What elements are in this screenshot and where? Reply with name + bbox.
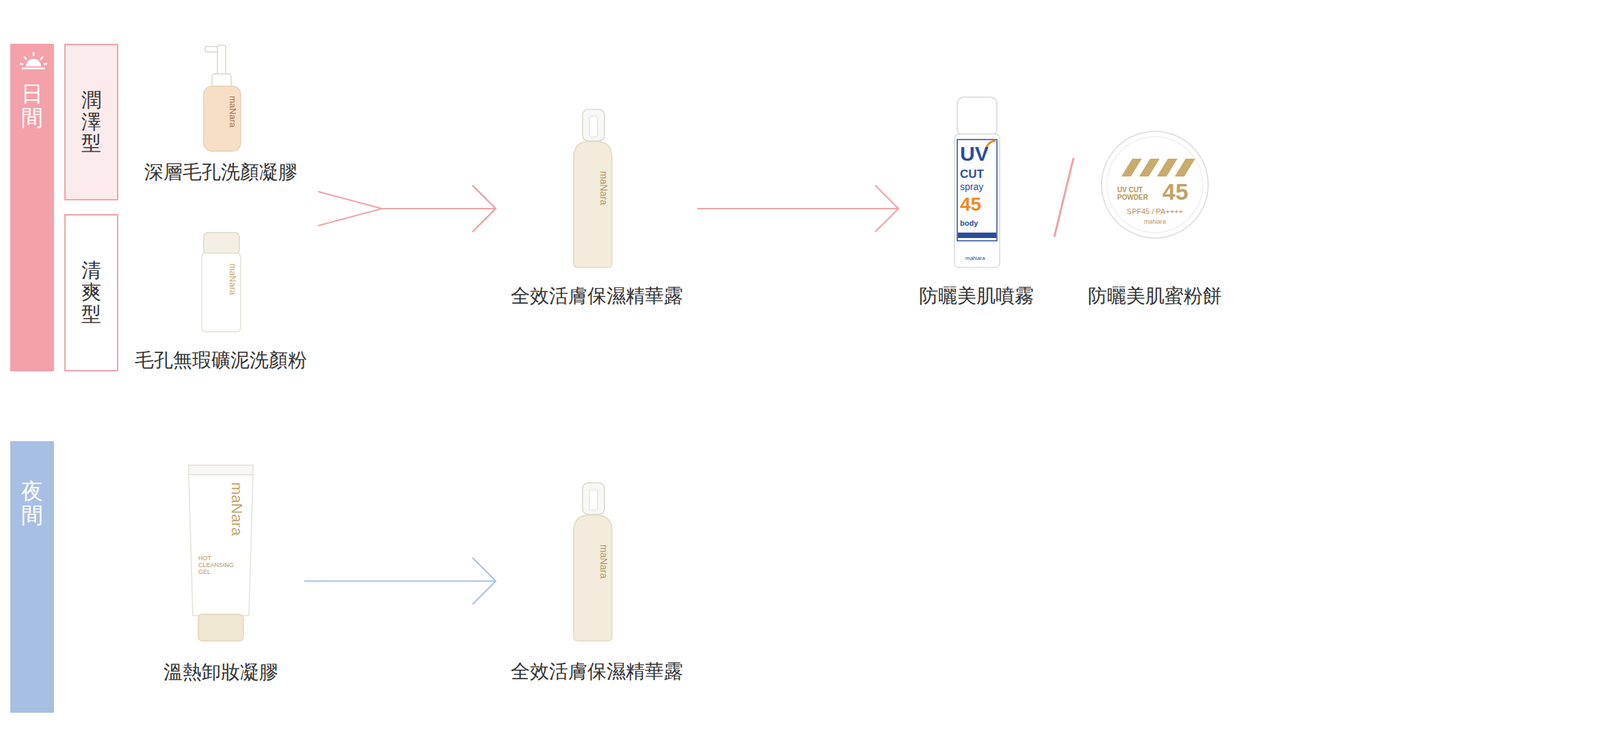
skin-type-label: 潤澤型 bbox=[81, 89, 102, 156]
flow-arrow bbox=[317, 185, 496, 232]
product-print: CUT bbox=[960, 168, 984, 182]
product-name: 防曬美肌蜜粉餅 bbox=[1087, 284, 1222, 308]
product-name: 毛孔無瑕礦泥洗顏粉 bbox=[134, 348, 308, 372]
product-print: maNara bbox=[598, 544, 609, 579]
product-item: 深層毛孔洗顏凝膠 bbox=[123, 39, 318, 199]
product-print: SPF45 / PA++++ bbox=[1086, 207, 1224, 216]
cleansing-tube bbox=[188, 464, 253, 641]
product-print: spray bbox=[960, 181, 984, 193]
arrow-line bbox=[317, 191, 496, 209]
arrow-head bbox=[875, 185, 899, 232]
product-print: maNara bbox=[1086, 218, 1224, 226]
product-item: 毛孔無瑕礦泥洗顏粉 bbox=[123, 218, 318, 379]
powder-bottle bbox=[201, 232, 241, 332]
product-print: UV bbox=[960, 142, 989, 165]
spray-can bbox=[954, 97, 1000, 268]
product-name: 溫熱卸妝凝膠 bbox=[163, 660, 279, 684]
product-print: maNara bbox=[598, 170, 609, 206]
arrow-line bbox=[697, 207, 899, 210]
time-band: 日間 bbox=[10, 43, 55, 372]
product-print: 45 bbox=[1162, 179, 1189, 205]
band-title: 日間 bbox=[21, 82, 44, 130]
product-item: 全效活膚保濕精華露 bbox=[495, 102, 698, 315]
flow-arrow bbox=[304, 557, 496, 605]
product-print: 45 bbox=[960, 194, 982, 216]
gel-bottle bbox=[203, 45, 241, 152]
arrow-head bbox=[472, 185, 496, 232]
product-item: 溫熱卸妝凝膠 bbox=[136, 471, 305, 691]
arrow-head bbox=[472, 557, 496, 605]
arrow-line bbox=[317, 208, 496, 226]
skin-type-box: 清爽型 bbox=[64, 214, 119, 372]
arrow-line bbox=[304, 580, 496, 582]
product-print: body bbox=[960, 218, 978, 228]
product-print: maNara bbox=[228, 482, 245, 536]
product-name: 全效活膚保濕精華露 bbox=[510, 284, 684, 308]
alternative-slash bbox=[1054, 157, 1074, 237]
band-title: 夜間 bbox=[21, 479, 44, 528]
sun-icon bbox=[19, 51, 48, 69]
product-print: maNara bbox=[227, 95, 238, 128]
product-name: 防曬美肌噴霧 bbox=[918, 284, 1034, 308]
skin-type-box: 潤澤型 bbox=[64, 43, 119, 201]
flow-arrow bbox=[697, 185, 899, 232]
flow-arrow bbox=[317, 185, 496, 232]
moon-icon bbox=[28, 448, 38, 467]
product-name: 深層毛孔洗顏凝膠 bbox=[144, 160, 298, 184]
product-item: 全效活膚保濕精華露 bbox=[495, 471, 698, 690]
product-name: 全效活膚保濕精華露 bbox=[510, 659, 684, 684]
skin-type-label: 清爽型 bbox=[81, 259, 102, 326]
time-band: 夜間 bbox=[10, 441, 55, 713]
product-print: HOT CLEANSING GEL bbox=[198, 555, 247, 576]
essence-bottle bbox=[573, 109, 612, 268]
essence-bottle bbox=[573, 482, 612, 641]
product-print: UV CUT POWDER bbox=[1117, 185, 1160, 202]
product-print: maNara bbox=[965, 255, 985, 262]
product-print: maNara bbox=[227, 263, 238, 295]
